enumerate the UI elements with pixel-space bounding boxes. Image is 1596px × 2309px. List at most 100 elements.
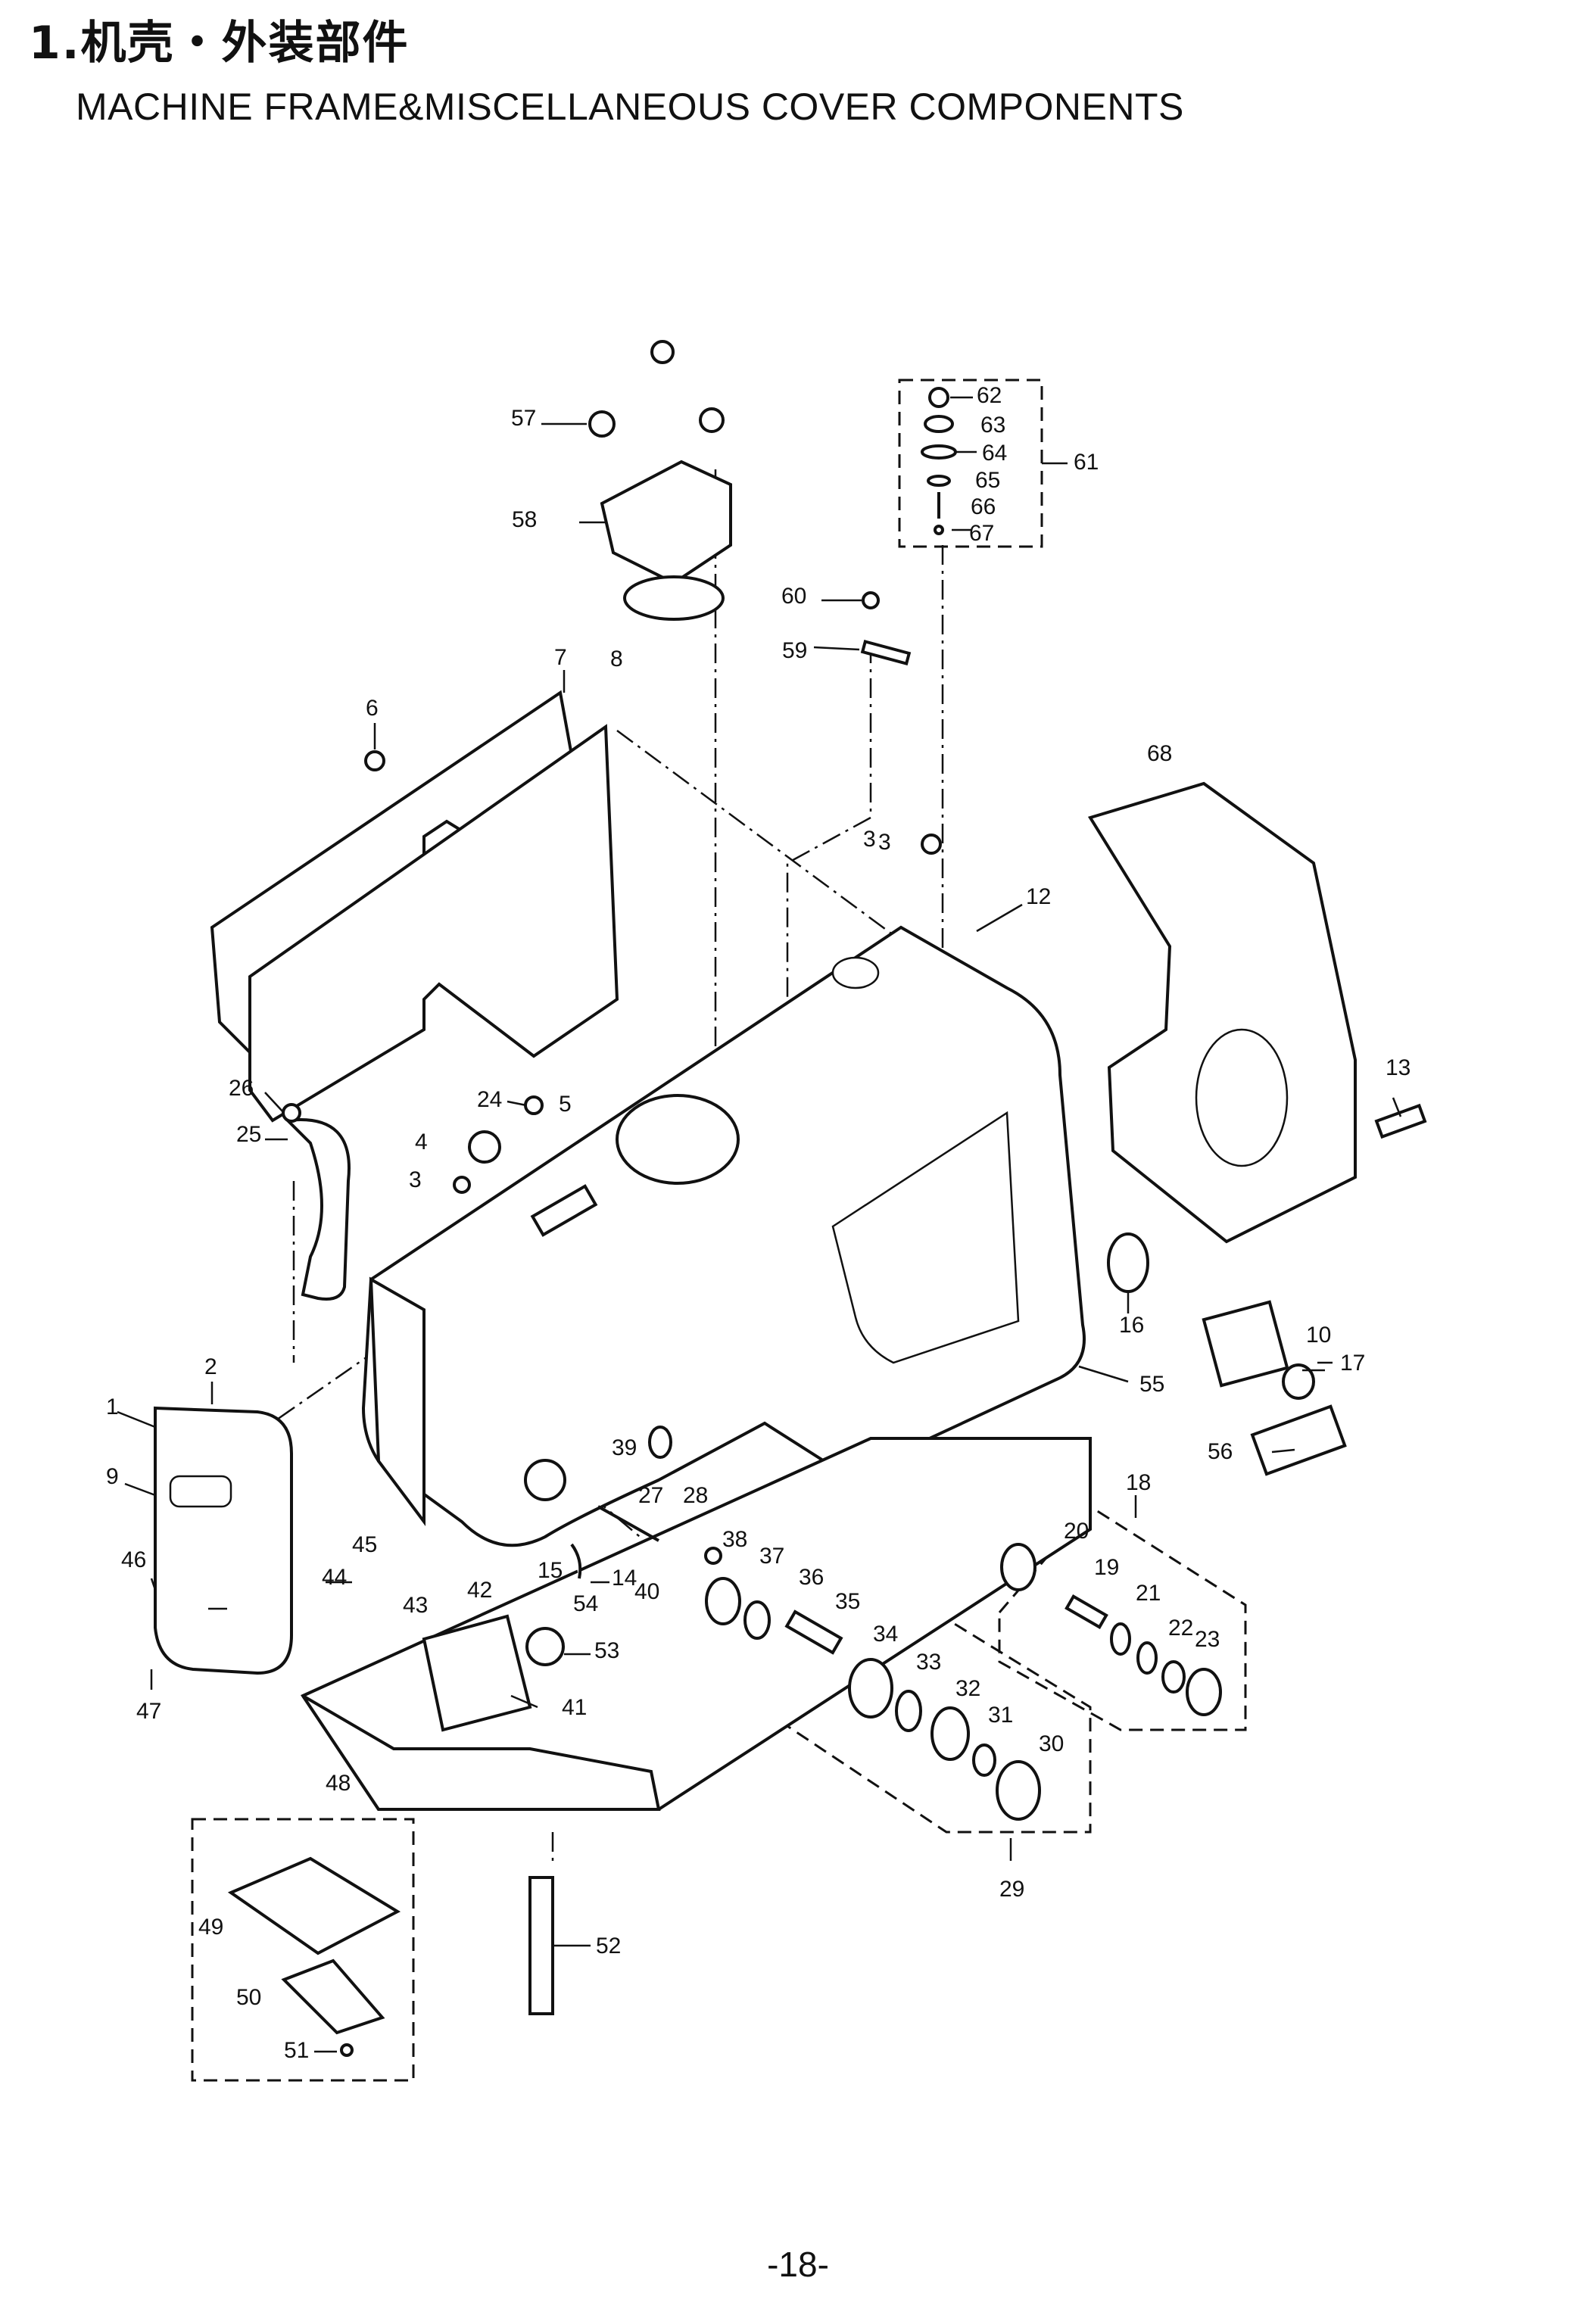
arm-decal-5 xyxy=(530,1184,598,1237)
washer-21b xyxy=(1136,1641,1158,1675)
lever-20 xyxy=(1000,1543,1036,1591)
part-callout-49: 49 xyxy=(198,1915,223,1940)
part-callout-5: 5 xyxy=(559,1092,572,1117)
gear-30 xyxy=(996,1760,1041,1821)
gear-34 xyxy=(848,1658,893,1719)
leader-line xyxy=(1271,1448,1295,1454)
part-callout-43: 43 xyxy=(403,1593,428,1618)
page-title-chinese: 1.机壳・外装部件 xyxy=(29,17,410,70)
spring-36 xyxy=(743,1600,771,1640)
gear-32 xyxy=(930,1706,970,1761)
part-callout-52: 52 xyxy=(596,1934,621,1958)
alignment-line xyxy=(616,729,909,948)
nut-62 xyxy=(928,387,949,408)
thread-guide-disk xyxy=(623,575,725,621)
part-callout-20: 20 xyxy=(1064,1519,1089,1544)
screw-60 xyxy=(862,591,880,609)
arm-shaft-boss xyxy=(524,1459,566,1501)
page-number: -18- xyxy=(767,2245,829,2284)
part-callout-32: 32 xyxy=(955,1676,980,1701)
part-callout-10: 10 xyxy=(1306,1323,1331,1348)
screw-icon xyxy=(699,407,725,433)
pin-40 xyxy=(597,1505,659,1542)
part-callout-30: 30 xyxy=(1039,1731,1064,1756)
part-callout-16: 16 xyxy=(1119,1313,1144,1338)
part-callout-45: 45 xyxy=(352,1532,377,1557)
part-callout-56: 56 xyxy=(1208,1439,1233,1464)
part-callout-17: 17 xyxy=(1340,1351,1365,1376)
part-callout-28: 28 xyxy=(683,1483,708,1508)
part-callout-7: 7 xyxy=(554,645,567,670)
thread-guide-59 xyxy=(860,640,912,665)
part-callout-25: 25 xyxy=(236,1122,261,1147)
part-callout-53: 53 xyxy=(594,1638,619,1663)
part-callout-14: 14 xyxy=(612,1566,637,1591)
arm-front-face xyxy=(369,1276,425,1526)
shaft-19 xyxy=(1065,1594,1108,1630)
part-callout-44: 44 xyxy=(322,1565,347,1590)
part-callout-54: 54 xyxy=(573,1591,598,1616)
washer-31 xyxy=(972,1743,996,1777)
screw-icon xyxy=(650,340,675,364)
nut-22 xyxy=(1161,1660,1186,1694)
cover-plate-41 xyxy=(422,1614,532,1732)
part-callout-21: 21 xyxy=(1136,1581,1161,1606)
leader-line xyxy=(124,1482,156,1497)
part-callout-1: 1 xyxy=(106,1394,119,1419)
rear-cover-plate-8 xyxy=(248,724,619,1123)
label-plate-10 xyxy=(1202,1300,1289,1388)
part-callout-13: 13 xyxy=(1386,1055,1411,1080)
handle-25 xyxy=(284,1118,351,1301)
leader-line xyxy=(150,1578,157,1591)
leader-line xyxy=(1392,1097,1402,1117)
face-plate-1 xyxy=(154,1406,293,1675)
part-callout-9: 9 xyxy=(106,1464,119,1489)
screw-icon xyxy=(588,410,616,438)
part-callout-38: 38 xyxy=(722,1527,747,1552)
part-callout-29: 29 xyxy=(999,1877,1024,1902)
part-callout-67: 67 xyxy=(969,521,994,546)
part-callout-66: 66 xyxy=(971,494,996,519)
part-callout-62: 62 xyxy=(977,383,1002,408)
spring-63 xyxy=(924,415,954,433)
thread-guide-57 xyxy=(600,460,732,585)
leader-line xyxy=(976,903,1023,933)
plate-49 xyxy=(227,1856,401,1955)
part-callout-51: 51 xyxy=(284,2038,309,2063)
washer-33 xyxy=(895,1690,922,1732)
part-callout-65: 65 xyxy=(975,468,1000,493)
part-callout-15: 15 xyxy=(538,1558,563,1583)
leader-line xyxy=(264,1092,285,1114)
part-callout-3: 3 xyxy=(409,1167,422,1192)
screw-icon xyxy=(704,1547,722,1565)
part-callout-36: 36 xyxy=(799,1565,824,1590)
cap-17 xyxy=(1282,1363,1315,1400)
part-callout-8: 8 xyxy=(610,647,623,672)
part-callout-34: 34 xyxy=(873,1622,898,1647)
face-plate-window xyxy=(169,1475,232,1508)
gear-23 xyxy=(1186,1668,1222,1716)
part-callout-68: 68 xyxy=(1147,741,1172,766)
part-39 xyxy=(648,1426,672,1459)
leader-line xyxy=(1078,1365,1129,1383)
part-callout-41: 41 xyxy=(562,1695,587,1720)
part-callout-47: 47 xyxy=(136,1699,161,1724)
top-bearing-opening xyxy=(616,1094,740,1185)
part-callout-26: 26 xyxy=(229,1076,254,1101)
part-callout-22: 22 xyxy=(1168,1616,1193,1641)
collar-37 xyxy=(705,1577,741,1625)
part-callout-19: 19 xyxy=(1094,1555,1119,1580)
part-callout-58: 58 xyxy=(512,507,537,532)
part-callout-57: 57 xyxy=(511,406,536,431)
bed-cover-48 xyxy=(301,1694,661,1811)
part-callout-3: 3 xyxy=(863,827,876,852)
part-callout-55: 55 xyxy=(1139,1372,1164,1397)
part-callout-40: 40 xyxy=(634,1579,659,1604)
part-callout-12: 12 xyxy=(1026,884,1051,909)
label-plate-56 xyxy=(1250,1404,1347,1476)
part-callout-2: 2 xyxy=(204,1354,217,1379)
pulley-cover-68 xyxy=(1087,781,1357,1244)
disc-65 xyxy=(927,475,951,487)
